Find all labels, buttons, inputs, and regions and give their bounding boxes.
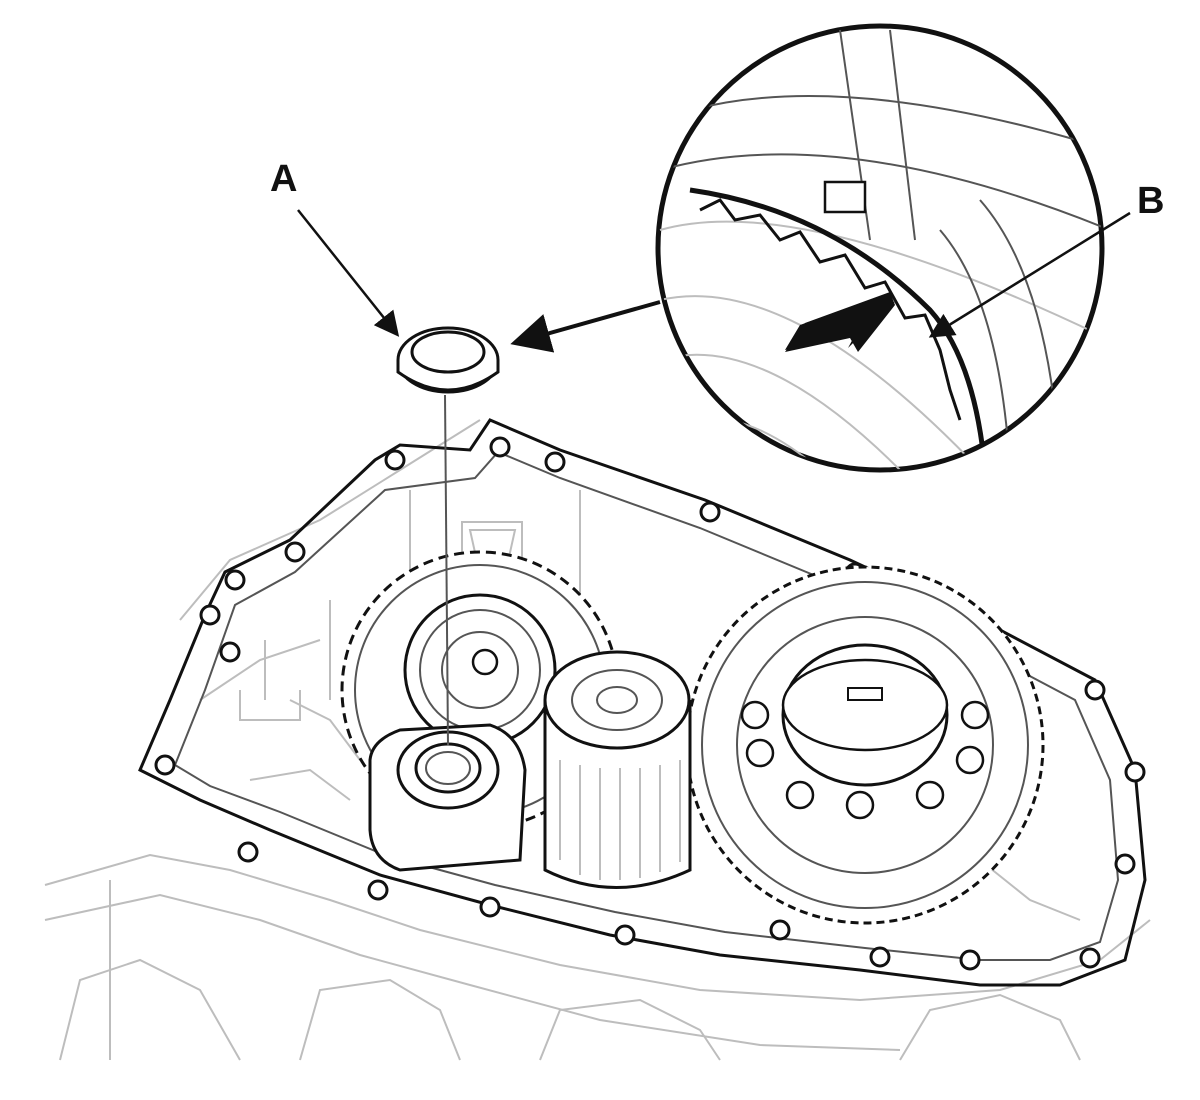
install-guide-line — [444, 394, 449, 746]
bearing-housing — [368, 723, 527, 872]
leader-line-a — [297, 209, 400, 337]
callout-label-b: B — [1137, 180, 1165, 222]
flange-bolts — [154, 436, 1146, 971]
leader-line-b — [928, 211, 1131, 338]
lower-housing — [44, 419, 1151, 1061]
intermediate-gear — [543, 650, 692, 889]
callout-label-a: A — [270, 158, 298, 200]
final-gear-bolts — [740, 700, 990, 820]
detail-circle — [655, 23, 1105, 473]
seal-a — [396, 326, 500, 394]
final-drive-gear — [685, 565, 1045, 925]
detail-arrow — [510, 300, 661, 353]
